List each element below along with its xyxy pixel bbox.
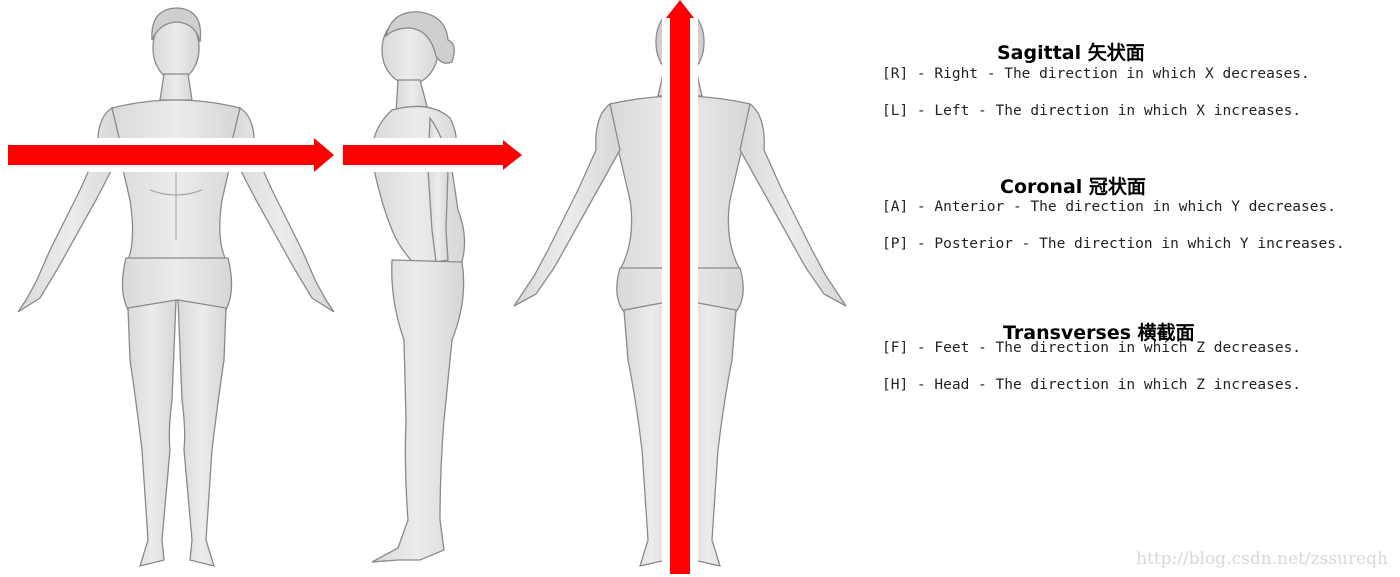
coronal-line-anterior: [A] - Anterior - The direction in which … — [882, 199, 1336, 215]
front-figure — [17, 7, 335, 567]
coronal-title: Coronal 冠状面 — [1000, 176, 1146, 198]
watermark: http://blog.csdn.net/zssureqh — [1136, 549, 1388, 569]
side-figure — [371, 11, 466, 563]
coronal-line-posterior: [P] - Posterior - The direction in which… — [882, 236, 1345, 252]
transverse-line-head: [H] - Head - The direction in which Z in… — [882, 377, 1302, 393]
transverse-line-feet: [F] - Feet - The direction in which Z de… — [882, 340, 1302, 356]
coronal-arrow-side — [343, 140, 522, 170]
sagittal-title: Sagittal 矢状面 — [997, 42, 1145, 64]
transverse-title: Transverses 横截面 — [1003, 322, 1195, 344]
anatomy-figures — [8, 0, 847, 574]
sagittal-line-right: [R] - Right - The direction in which X d… — [882, 66, 1310, 82]
transverse-arrow-back — [666, 0, 694, 574]
sagittal-arrow-front — [8, 138, 334, 172]
sagittal-line-left: [L] - Left - The direction in which X in… — [882, 103, 1302, 119]
